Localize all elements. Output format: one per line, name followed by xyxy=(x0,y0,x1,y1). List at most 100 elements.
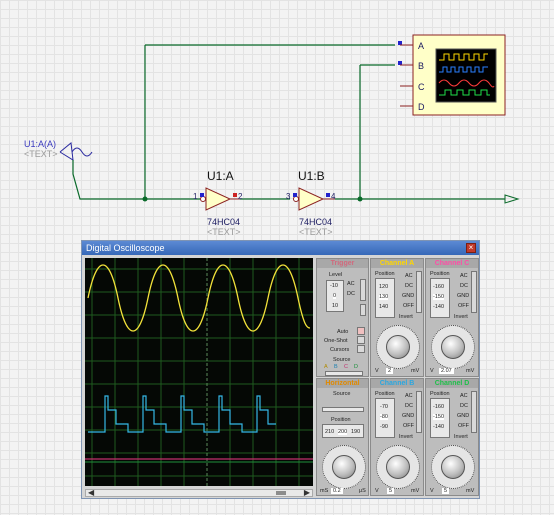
timebase-knob[interactable] xyxy=(332,455,356,479)
close-icon[interactable]: × xyxy=(466,243,476,253)
channel-c-invert-label: Invert xyxy=(454,314,468,320)
trigger-source-c[interactable]: C xyxy=(344,364,348,370)
trigger-panel: Trigger Level -10 0 10 AC DC Auto One-Sh… xyxy=(316,258,369,377)
channel-d-coupling-dc: DC xyxy=(460,403,468,409)
channel-b-panel: Channel B Position -70 -80 -90 AC DC GND… xyxy=(370,378,424,496)
channel-d-position-spinner[interactable]: -160 -150 -140 xyxy=(430,398,450,438)
channel-a-position-spinner[interactable]: 120 130 140 xyxy=(375,278,395,318)
inverter-gate-u1b[interactable] xyxy=(293,187,336,211)
gate2-ref: U1:B xyxy=(298,169,325,183)
scroll-right-icon[interactable]: ▶ xyxy=(303,488,310,497)
scope-traces xyxy=(85,258,313,486)
output-terminal[interactable] xyxy=(504,194,520,204)
scope-gridlines xyxy=(85,258,313,486)
wires xyxy=(72,44,505,200)
trigger-coupling-ac: AC xyxy=(347,281,355,287)
oscilloscope-window[interactable]: Digital Oscilloscope × ◀ xyxy=(81,240,480,499)
gate2-text: <TEXT> xyxy=(299,227,333,237)
gate1-part: 74HC04 xyxy=(207,217,241,227)
pin-marker xyxy=(398,41,402,45)
trigger-source-label: Source xyxy=(333,357,351,363)
scope-pin-c: C xyxy=(418,82,425,92)
gate1-pin-in: 1 xyxy=(193,192,198,201)
channel-d-coupling-off: OFF xyxy=(458,423,469,429)
channel-c-coupling-ac: AC xyxy=(460,273,468,279)
channel-d-coupling-gnd: GND xyxy=(457,413,470,419)
trigger-auto-label: Auto xyxy=(337,329,349,335)
trigger-level-label: Level xyxy=(329,272,343,278)
trigger-cursors-label: Cursors xyxy=(330,347,350,353)
trigger-oneshot-button[interactable] xyxy=(357,336,365,344)
pin-marker xyxy=(200,193,204,197)
channel-b-coupling-gnd: GND xyxy=(402,413,415,419)
channel-a-unit-v: V xyxy=(375,368,379,374)
channel-d-coupling-switch[interactable] xyxy=(471,391,477,433)
channel-d-title: Channel D xyxy=(426,379,478,388)
oscilloscope-titlebar[interactable]: Digital Oscilloscope × xyxy=(82,241,479,255)
scope-screen[interactable] xyxy=(85,258,313,486)
channel-b-unit-v: V xyxy=(375,488,379,494)
channel-a-invert-label: Invert xyxy=(399,314,413,320)
trigger-title: Trigger xyxy=(317,259,368,268)
channel-c-readout: 2.07 xyxy=(439,368,454,374)
channel-a-coupling-ac: AC xyxy=(405,273,413,279)
channel-a-knob[interactable] xyxy=(386,335,410,359)
channel-d-readout: 5 xyxy=(442,488,450,494)
channel-b-trace xyxy=(88,395,276,433)
junction-dot xyxy=(142,196,148,202)
horizontal-source-slider[interactable] xyxy=(322,407,364,412)
channel-a-readout: 2 xyxy=(386,368,394,374)
trigger-auto-button[interactable] xyxy=(357,327,365,335)
horizontal-position-label: Position xyxy=(331,417,351,423)
scroll-thumb[interactable] xyxy=(276,491,286,495)
channel-d-panel: Channel D Position -160 -150 -140 AC DC … xyxy=(425,378,479,496)
channel-a-coupling-off: OFF xyxy=(403,303,414,309)
channel-b-coupling-off: OFF xyxy=(403,423,414,429)
trigger-coupling-switch[interactable] xyxy=(360,279,366,301)
trigger-cursors-button[interactable] xyxy=(357,345,365,353)
horizontal-position-spinner[interactable]: 210 200 190 xyxy=(322,424,364,438)
channel-c-coupling-switch[interactable] xyxy=(471,271,477,313)
channel-a-coupling-gnd: GND xyxy=(402,293,415,299)
channel-a-position-label: Position xyxy=(375,271,395,277)
horizontal-unit-ms: mS xyxy=(320,488,329,494)
channel-c-position-spinner[interactable]: -160 -150 -140 xyxy=(430,278,450,318)
trigger-source-a[interactable]: A xyxy=(324,364,328,370)
trigger-edge-switch[interactable] xyxy=(360,304,366,316)
channel-c-position-label: Position xyxy=(430,271,450,277)
horizontal-title: Horizontal xyxy=(317,379,368,388)
channel-a-title: Channel A xyxy=(371,259,423,268)
oscilloscope-symbol[interactable] xyxy=(400,34,506,116)
horizontal-unit-us: μS xyxy=(359,488,366,494)
trigger-source-slider[interactable] xyxy=(325,371,363,376)
channel-c-knob[interactable] xyxy=(441,335,465,359)
gate2-pin-out: 4 xyxy=(331,192,336,201)
horizontal-source-label: Source xyxy=(333,391,351,397)
channel-b-knob[interactable] xyxy=(386,455,410,479)
signal-generator-symbol[interactable] xyxy=(59,142,93,161)
gate1-pin-out: 2 xyxy=(238,192,243,201)
horizontal-scrollbar[interactable]: ◀ ▶ xyxy=(85,488,313,497)
channel-a-panel: Channel A Position 120 130 140 AC DC GND… xyxy=(370,258,424,377)
trigger-coupling-dc: DC xyxy=(347,291,355,297)
channel-c-coupling-gnd: GND xyxy=(457,293,470,299)
pin-marker xyxy=(293,193,297,197)
inverter-gate-u1a[interactable] xyxy=(200,187,241,211)
pin-marker xyxy=(326,193,330,197)
oscilloscope-title: Digital Oscilloscope xyxy=(86,243,165,253)
trigger-source-d[interactable]: D xyxy=(354,364,358,370)
channel-a-coupling-switch[interactable] xyxy=(416,271,422,313)
trigger-level-spinner[interactable]: -10 0 10 xyxy=(326,280,344,312)
channel-b-position-label: Position xyxy=(375,391,395,397)
gate1-ref: U1:A xyxy=(207,169,234,183)
channel-d-knob[interactable] xyxy=(441,455,465,479)
channel-a-coupling-dc: DC xyxy=(405,283,413,289)
channel-b-position-spinner[interactable]: -70 -80 -90 xyxy=(375,398,395,438)
channel-c-coupling-dc: DC xyxy=(460,283,468,289)
gate2-part: 74HC04 xyxy=(299,217,333,227)
scroll-left-icon[interactable]: ◀ xyxy=(88,488,95,497)
trigger-source-b[interactable]: B xyxy=(334,364,338,370)
channel-b-coupling-switch[interactable] xyxy=(416,391,422,433)
channel-b-unit-mv: mV xyxy=(411,488,420,494)
